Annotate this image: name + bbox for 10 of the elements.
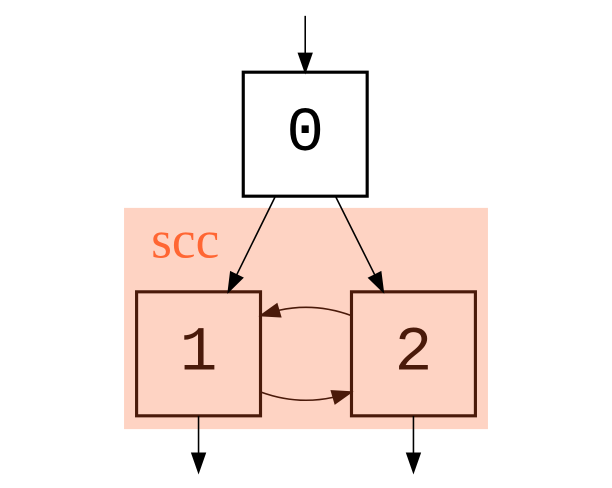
arrow: [260, 390, 354, 405]
arrow: [406, 416, 422, 475]
arrow: [298, 16, 313, 75]
node-box: 2: [350, 290, 477, 418]
arrow: [190, 416, 206, 475]
node-box: 1: [135, 290, 262, 418]
arrow: [334, 196, 384, 294]
arrow: [258, 302, 352, 318]
arrow: [227, 196, 276, 294]
node-box: 0: [242, 70, 369, 198]
